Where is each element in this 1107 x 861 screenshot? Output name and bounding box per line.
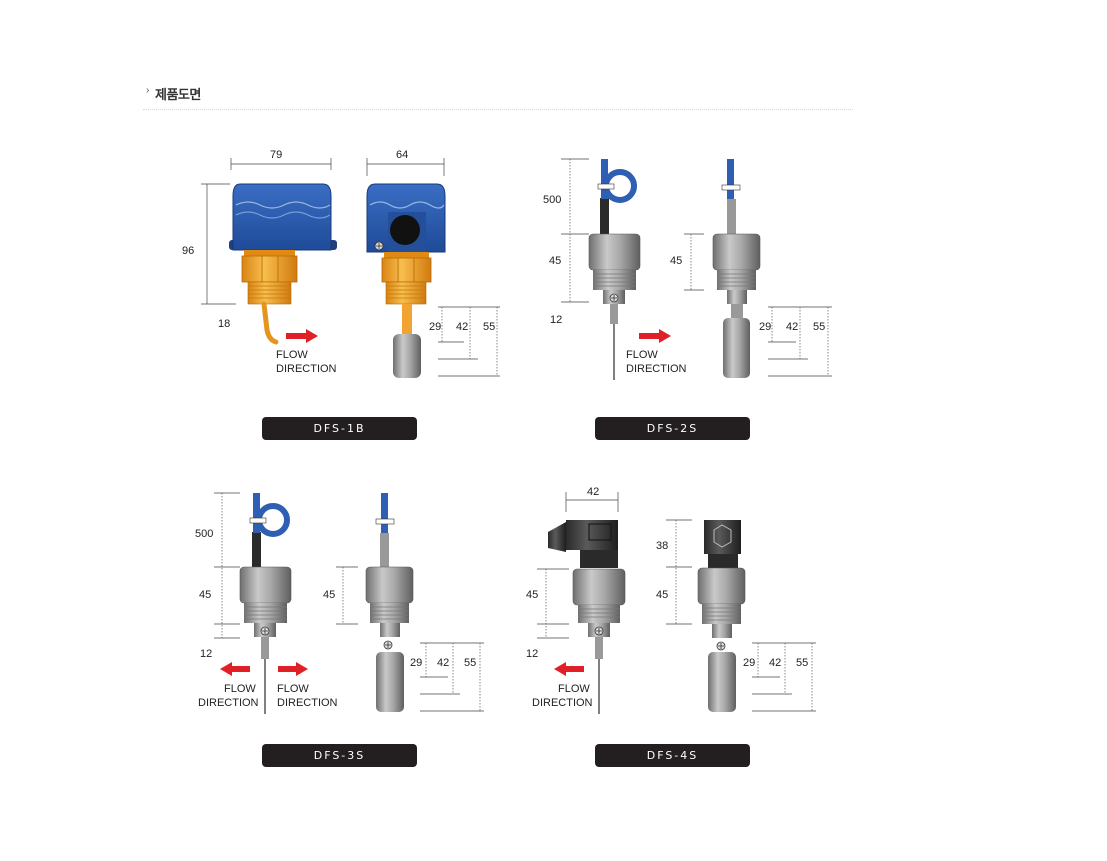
dfs-3s-paddle-dim-b: 42 [437,657,449,669]
dfs-2s-side-view: 45 29 42 55 [670,159,832,378]
dfs-4s-front-view: 42 45 12 FLOW DIRECTION [526,486,626,714]
dfs-1b-depth-dim: 64 [396,149,408,161]
model-label-dfs-4s: DFS-4S [595,744,750,767]
dfs-2s-side-body-dim: 45 [670,255,682,267]
dfs-3s-body-dim: 45 [199,589,211,601]
dfs-4s-thread-dim: 12 [526,648,538,660]
dfs-2s-front-view: 500 45 12 FLOW DIRECTION [543,158,687,380]
dfs-3s-side-view: 45 29 42 55 [323,493,484,712]
model-label-dfs-1b: DFS-1B [262,417,417,440]
dfs-3s-side-body-dim: 45 [323,589,335,601]
dfs-3s-paddle-dim-c: 55 [464,657,476,669]
dfs-1b-paddle-dim-a: 29 [429,321,441,333]
dfs-2s-flow-label-2: DIRECTION [626,363,687,375]
dfs-3s-flow-right-label-1: FLOW [277,683,309,695]
dfs-1b-side-view: 64 29 42 55 [366,149,500,378]
dfs-2s-paddle-dim-a: 29 [759,321,771,333]
dfs-4s-flow-label-2: DIRECTION [532,697,593,709]
dfs-2s-paddle-dim-b: 42 [786,321,798,333]
dfs-3s-paddle-dim-a: 29 [410,657,422,669]
model-label-dfs-2s: DFS-2S [595,417,750,440]
dfs-4s-body-dim: 45 [526,589,538,601]
dfs-1b-paddle-dim-c: 55 [483,321,495,333]
dfs-4s-paddle-dim-a: 29 [743,657,755,669]
dfs-1b-flow-label-2: DIRECTION [276,363,337,375]
dfs-4s-paddle-dim-b: 42 [769,657,781,669]
dfs-3s-front-view: 500 45 12 FLOW DIRECTION FLOW DIRECTION [195,492,338,714]
dfs-2s-cable-dim: 500 [543,194,561,206]
dfs-3s-flow-left-label-1: FLOW [224,683,256,695]
dfs-2s-thread-dim: 12 [550,314,562,326]
dfs-1b-flow-label-1: FLOW [276,349,308,361]
dfs-3s-flow-left-label-2: DIRECTION [198,697,259,709]
dfs-1b-front-view: 79 96 18 FLOW DIRECTION [182,149,337,375]
dfs-2s-flow-label-1: FLOW [626,349,658,361]
dfs-1b-paddle-dim-b: 42 [456,321,468,333]
section-header: › 제품도면 [143,84,853,110]
dfs-4s-connector-height-dim: 38 [656,540,668,552]
dfs-2s-body-dim: 45 [549,255,561,267]
chevron-right-icon: › [146,85,150,96]
dfs-4s-side-body-dim: 45 [656,589,668,601]
dfs-1b-thread-dim: 18 [218,318,230,330]
section-title: 제품도면 [155,88,201,103]
dfs-4s-side-view: 38 45 29 42 55 [656,519,816,712]
dfs-3s-thread-dim: 12 [200,648,212,660]
dfs-1b-height-dim: 96 [182,245,194,257]
dfs-1b-width-dim: 79 [270,149,282,161]
model-label-dfs-3s: DFS-3S [262,744,417,767]
dfs-3s-flow-right-label-2: DIRECTION [277,697,338,709]
dfs-4s-connector-width-dim: 42 [587,486,599,498]
dfs-4s-flow-label-1: FLOW [558,683,590,695]
dfs-3s-cable-dim: 500 [195,528,213,540]
dfs-4s-paddle-dim-c: 55 [796,657,808,669]
dfs-2s-paddle-dim-c: 55 [813,321,825,333]
